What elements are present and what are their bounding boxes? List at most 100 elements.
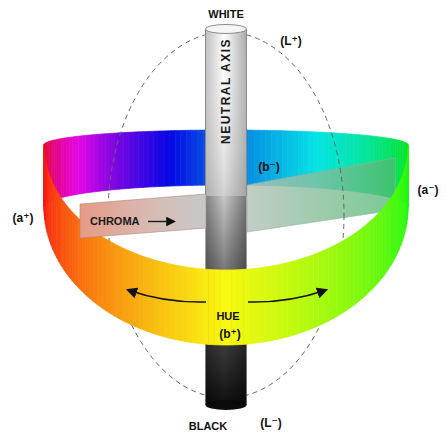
hue-ring-segment	[79, 136, 82, 194]
hue-ring-segment	[186, 130, 192, 185]
hue-label: HUE	[216, 311, 239, 322]
hue-ring-segment	[89, 228, 93, 302]
hue-ring-segment	[143, 131, 148, 187]
hue-ring-segment	[383, 205, 386, 277]
hue-ring-segment	[75, 136, 78, 194]
hue-ring-segment	[86, 135, 90, 193]
hue-ring-segment	[69, 209, 72, 281]
hue-ring-segment	[67, 137, 70, 196]
hue-ring-segment	[359, 228, 363, 302]
hue-ring-segment	[377, 212, 380, 285]
hue-ring-segment	[119, 133, 124, 190]
hue-ring-segment	[249, 130, 255, 185]
hue-ring-segment	[101, 134, 105, 191]
hue-ring-segment	[181, 130, 187, 185]
hue-ring-segment	[266, 266, 272, 342]
hue-ring-segment	[64, 202, 67, 274]
hue-ring-segment	[260, 267, 266, 343]
hue-ring-segment	[271, 265, 277, 341]
hue-ring-segment	[128, 251, 133, 326]
hue-ring-segment	[143, 256, 148, 331]
hue-ring-segment	[106, 133, 110, 190]
hue-ring-segment	[198, 268, 204, 343]
cylinder-shade	[206, 29, 247, 196]
hue-ring-segment	[324, 248, 329, 323]
hue-ring-segment	[170, 264, 175, 340]
cylinder-top	[206, 25, 247, 34]
hue-ring-segment	[159, 131, 164, 187]
hue-ring-segment	[97, 134, 101, 191]
hue-ring-segment	[175, 265, 181, 341]
hue-ring-segment	[192, 130, 198, 185]
hue-ring-segment	[366, 222, 370, 295]
hue-ring-segment	[124, 132, 129, 188]
hue-ring-segment	[355, 231, 359, 305]
hue-ring-segment	[72, 137, 75, 196]
hue-ring-segment	[97, 233, 101, 307]
hue-ring-segment	[328, 246, 333, 321]
hue-ring-segment	[186, 267, 192, 343]
hue-ring-segment	[346, 236, 350, 310]
hue-ring-segment	[44, 145, 45, 211]
hue-ring-segment	[59, 139, 61, 199]
cylinder-edge	[246, 29, 247, 196]
chroma-label: CHROMA	[90, 216, 140, 227]
hue-ring-segment	[385, 202, 388, 274]
b-minus-label: (b⁻)	[258, 161, 280, 173]
hue-ring-segment	[93, 134, 97, 192]
chroma-band: CHROMA	[80, 194, 206, 238]
chroma-arrow	[148, 221, 174, 222]
hue-ring-segment	[319, 251, 324, 326]
hue-ring-segment	[61, 138, 64, 197]
hue-ring-segment	[271, 130, 277, 185]
hue-ring-segment	[133, 253, 138, 328]
hue-ring-segment	[138, 255, 143, 330]
hue-ring-segment	[277, 264, 282, 340]
axis-body	[206, 188, 247, 405]
hue-arrow	[248, 290, 326, 302]
hue-ring-segment	[203, 269, 209, 344]
hue-ring-segment	[75, 215, 78, 288]
hue-ring-segment	[138, 132, 143, 188]
hue-ring-segment	[181, 266, 187, 342]
hue-ring-segment	[277, 131, 282, 186]
hue-ring-segment	[89, 135, 93, 193]
hue-ring-segment	[110, 133, 114, 190]
axis-shading	[206, 188, 247, 405]
hue-ring-segment	[110, 241, 114, 316]
hue-ring-segment	[333, 244, 338, 319]
lightness-minus-label: (L⁻)	[260, 417, 282, 429]
hue-ring-segment	[351, 233, 355, 307]
hue-ring-segment	[303, 256, 308, 331]
hue-ring-segment	[243, 269, 249, 344]
black-pole-label: BLACK	[189, 421, 228, 432]
hue-ring-segment	[124, 248, 129, 323]
hue-ring-segment	[254, 130, 260, 185]
hue-ring-segment	[363, 225, 367, 299]
hue-ring-segment	[106, 239, 110, 314]
hue-ring-segment	[164, 131, 169, 187]
hue-ring-segment	[69, 137, 72, 196]
hue-arrow	[128, 290, 206, 302]
hue-ring-segment	[64, 138, 67, 197]
hue-ring-segment	[388, 198, 391, 269]
lightness-plus-label: (L⁺)	[280, 35, 302, 47]
hue-ring-segment	[338, 241, 342, 316]
a-minus-label: (a⁻)	[418, 184, 439, 196]
hue-ring-segment	[266, 130, 272, 185]
neutral-axis-cylinder: NEUTRAL AXIS	[205, 24, 247, 196]
hue-ring-segment	[114, 244, 119, 319]
b-plus-label: (b⁺)	[219, 328, 241, 340]
hue-ring-segment	[314, 253, 319, 328]
hue-ring-segment	[101, 236, 105, 310]
hue-ring-segment	[198, 130, 204, 185]
hue-ring-segment	[154, 131, 159, 187]
hue-ring-segment	[260, 130, 266, 185]
hue-ring-segment	[61, 198, 64, 269]
hue-ring-segment	[249, 268, 255, 343]
hue-ring-segment	[192, 268, 198, 344]
hue-ring-segment	[128, 132, 133, 188]
a-plus-label: (a⁺)	[13, 212, 34, 224]
hue-ring-segment	[170, 131, 175, 186]
